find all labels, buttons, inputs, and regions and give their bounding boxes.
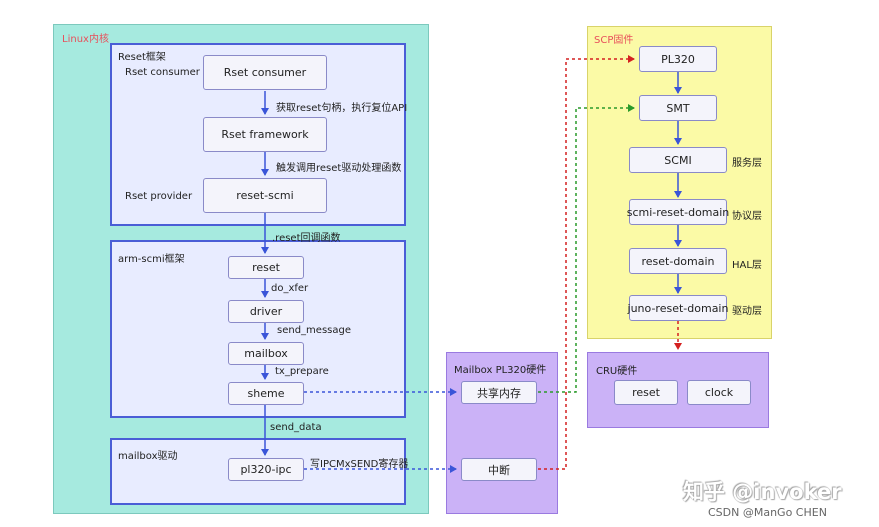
scmi-reset-box: reset (228, 256, 304, 279)
mailbox-hw-region: Mailbox PL320硬件 (446, 352, 558, 514)
pl320-ipc-box: pl320-ipc (228, 458, 304, 481)
scp-reset-domain-box: reset-domain (629, 248, 727, 274)
edge-label-do-xfer: do_xfer (271, 283, 309, 294)
cru-clock-box: clock (687, 380, 751, 405)
edge-label-get-reset-handle: 获取reset句柄，执行复位API (276, 103, 408, 114)
arm-scmi-title: arm-scmi框架 (118, 254, 185, 265)
edge-label-trigger-reset-driver: 触发调用reset驱动处理函数 (276, 163, 402, 174)
zhihu-watermark: 知乎 @invoker (683, 480, 842, 504)
rset-framework-box: Rset framework (203, 117, 327, 152)
reset-framework-title: Reset框架 (118, 52, 166, 63)
rset-consumer-side-label: Rset consumer (125, 67, 200, 78)
reset-scmi-box: reset-scmi (203, 178, 327, 213)
mailbox-driver-title: mailbox驱动 (118, 451, 178, 462)
scmi-driver-box: driver (228, 300, 304, 323)
mailbox-hw-title: Mailbox PL320硬件 (454, 365, 547, 376)
layer-label-driver: 驱动层 (732, 306, 762, 317)
layer-label-hal: HAL层 (732, 260, 762, 271)
rset-provider-side-label: Rset provider (125, 191, 193, 202)
layer-label-service: 服务层 (732, 158, 762, 169)
scp-pl320-box: PL320 (639, 46, 717, 72)
scp-scmi-box: SCMI (629, 147, 727, 173)
edge-label-send-message: send_message (277, 325, 351, 336)
scp-scmi-reset-domain-box: scmi-reset-domain (627, 199, 729, 225)
layer-label-protocol: 协议层 (732, 211, 762, 222)
dash-interrupt-to-pl320 (538, 55, 635, 470)
cru-reset-box: reset (614, 380, 678, 405)
scp-firmware-title: SCP固件 (594, 35, 634, 46)
scp-firmware-region: SCP固件 (587, 26, 772, 339)
scp-smt-box: SMT (639, 95, 717, 121)
rset-consumer-box: Rset consumer (203, 55, 327, 90)
csdn-watermark: CSDN @ManGo CHEN (708, 506, 827, 519)
edge-label-reset-callback: .reset回调函数 (272, 233, 341, 244)
edge-label-tx-prepare: tx_prepare (275, 366, 329, 377)
interrupt-box: 中断 (461, 458, 537, 481)
scmi-mailbox-box: mailbox (228, 342, 304, 365)
dash-shared-mem-to-smt (538, 104, 635, 393)
linux-kernel-title: Linux内核 (62, 34, 109, 45)
edge-label-write-ipcmxsend: 写IPCMxSEND寄存器 (310, 459, 409, 470)
cru-hw-title: CRU硬件 (596, 366, 638, 377)
scp-juno-reset-domain-box: juno-reset-domain (628, 295, 728, 321)
scmi-sheme-box: sheme (228, 382, 304, 405)
shared-memory-box: 共享内存 (461, 381, 537, 404)
edge-label-send-data: send_data (270, 422, 322, 433)
